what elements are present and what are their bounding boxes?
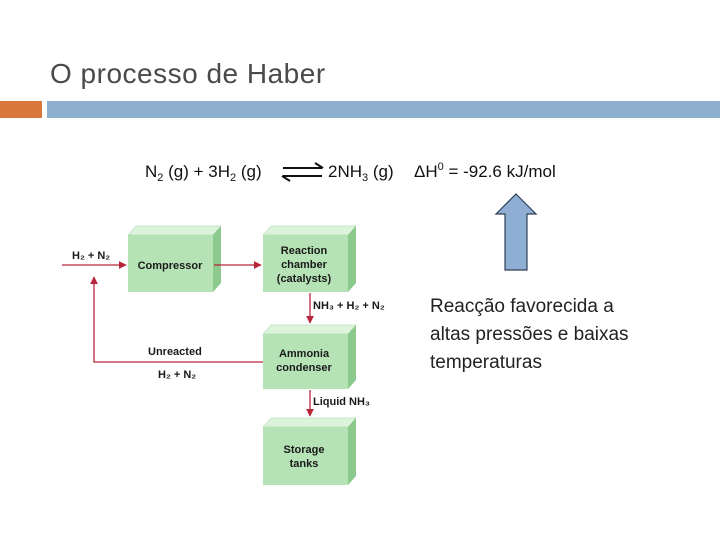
reaction-chamber-label-3: (catalysts) — [277, 273, 332, 285]
storage-label-2: tanks — [290, 458, 319, 470]
mixture-label: NH₃ + H₂ + N₂ — [313, 300, 385, 312]
reaction-chamber-label-2: chamber — [281, 259, 328, 271]
up-arrow-icon — [494, 193, 538, 271]
equation-enthalpy: ΔH0 = -92.6 kJ/mol — [414, 161, 556, 181]
reaction-chamber-label-1: Reaction — [281, 245, 328, 257]
feed-gases-label: H₂ + N₂ — [72, 250, 110, 262]
page-title: O processo de Haber — [50, 58, 326, 89]
title-accent-bar — [0, 101, 42, 118]
title-divider-bar — [47, 101, 720, 118]
equilibrium-arrows-icon — [281, 162, 324, 182]
condenser-label-1: Ammonia — [279, 348, 330, 360]
unreacted-label: Unreacted — [148, 346, 202, 358]
condenser-label-2: condenser — [276, 362, 332, 374]
note-line-1: Reacção favorecida a — [430, 296, 614, 317]
unreacted-gases-label: H₂ + N₂ — [158, 369, 196, 381]
storage-label-1: Storage — [284, 444, 325, 456]
compressor-label: Compressor — [138, 260, 204, 272]
reaction-chamber-box: Reaction chamber (catalysts) — [262, 225, 357, 292]
note-line-2: altas pressões e baixas — [430, 324, 629, 345]
recycle-arrow — [90, 276, 263, 363]
equation-products: 2NH3 (g) — [328, 162, 394, 184]
ammonia-condenser-box: Ammonia condenser — [262, 324, 357, 389]
note-line-3: temperaturas — [430, 352, 542, 373]
pressure-temperature-note: Reacção favorecida a altas pressões e ba… — [430, 293, 670, 377]
liquid-ammonia-label: Liquid NH₃ — [313, 396, 370, 408]
equation-reactants: N2 (g) + 3H2 (g) — [145, 162, 262, 184]
reaction-equation: N2 (g) + 3H2 (g) 2NH3 (g) ΔH0 = -92.6 kJ… — [145, 161, 556, 184]
storage-tanks-box: Storage tanks — [262, 417, 357, 485]
compressor-box: Compressor — [127, 225, 222, 292]
